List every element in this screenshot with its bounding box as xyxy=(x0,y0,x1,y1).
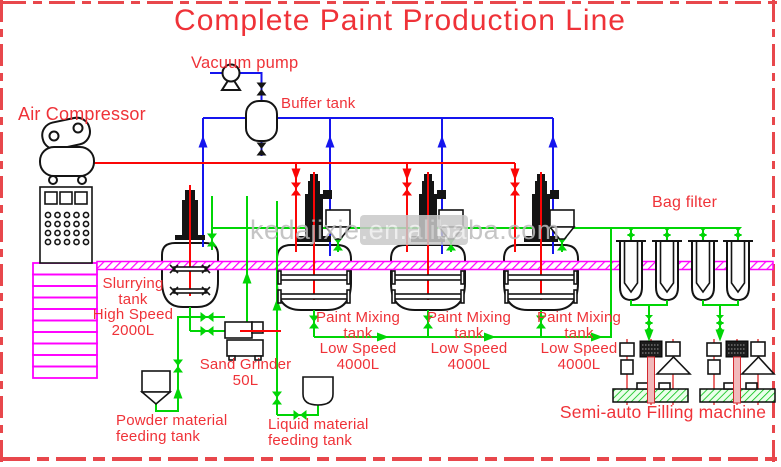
buffer-tank-vessel xyxy=(245,100,278,142)
cabinet-buttons xyxy=(44,211,90,246)
filter-bag-4 xyxy=(723,240,753,302)
vacuum-pump xyxy=(220,63,242,91)
green-piping xyxy=(155,196,742,420)
feed-hopper-1 xyxy=(324,209,352,240)
filter-bag-2 xyxy=(652,240,682,302)
watermark-boxed: .en.aliba xyxy=(359,215,469,245)
filling-machine-1 xyxy=(612,339,692,405)
label-sand-grinder: Sand Grinder 50L xyxy=(199,356,292,389)
air-compressor xyxy=(39,116,95,185)
label-filling-machine: Semi-auto Filling machine xyxy=(559,402,767,422)
filling-machine-2 xyxy=(699,339,776,405)
sand-grinder xyxy=(224,321,281,361)
label-vacuum-pump: Vacuum pump xyxy=(191,54,299,72)
platform-band xyxy=(96,260,774,271)
bag-filter-bottom-piping xyxy=(630,300,739,342)
filter-bag-1 xyxy=(616,240,646,302)
label-bag-filter: Bag filter xyxy=(652,194,718,211)
watermark: kedajixie.en.alibaba.com xyxy=(250,215,560,245)
powder-feeding-tank xyxy=(139,370,173,406)
watermark-post: ba.com xyxy=(468,215,560,245)
label-buffer-tank: Buffer tank xyxy=(281,95,356,112)
label-mixing-tank-1: Paint Mixing tank Low Speed 4000L xyxy=(315,309,401,373)
watermark-pre: kedajixie xyxy=(250,215,360,245)
diagram-title: Complete Paint Production Line xyxy=(174,4,626,37)
bag-filter-unit xyxy=(616,240,753,342)
liquid-feeding-tank xyxy=(302,376,334,406)
label-mixing-tank-2: Paint Mixing tank Low Speed 4000L xyxy=(426,309,512,373)
control-cabinet xyxy=(39,186,93,264)
label-air-compressor: Air Compressor xyxy=(18,104,146,124)
label-liquid-tank: Liquid material feeding tank xyxy=(268,416,369,449)
mixing-tank-1-motor xyxy=(277,172,351,304)
red-air-piping xyxy=(93,162,520,252)
feed-hopper-3 xyxy=(548,209,576,240)
label-powder-tank: Powder material feeding tank xyxy=(116,412,228,445)
filter-bag-3 xyxy=(688,240,718,302)
slurrying-tank-motor xyxy=(169,185,211,296)
mixing-tank-3-motor xyxy=(504,172,578,304)
platform-stairs xyxy=(32,262,98,379)
label-slurrying-tank: Slurrying tank High Speed 2000L xyxy=(92,275,174,339)
label-mixing-tank-3: Paint Mixing tank Low Speed 4000L xyxy=(536,309,622,373)
